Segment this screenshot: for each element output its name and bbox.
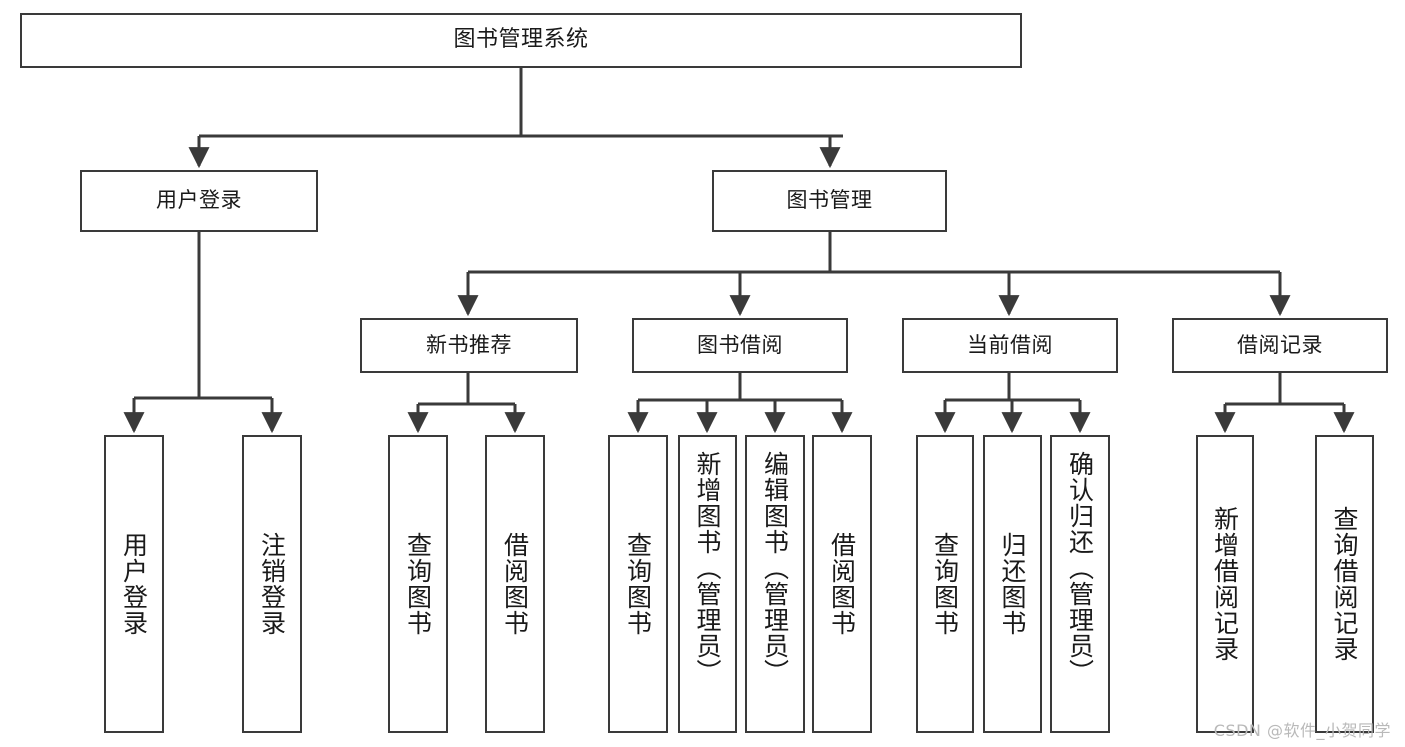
node-leaf-borrow-book-1-label: 借阅图书 — [500, 532, 530, 636]
node-new-book-recommend[interactable]: 新书推荐 — [360, 318, 578, 373]
node-leaf-add-book-label: 新增图书（管理员） — [693, 451, 722, 685]
watermark: CSDN @软件_小贺同学 — [1213, 721, 1391, 740]
node-leaf-confirm-return-label: 确认归还（管理员） — [1065, 451, 1095, 685]
node-leaf-query-book-3-label: 查询图书 — [930, 532, 960, 636]
node-leaf-borrow-book-1[interactable]: 借阅图书 — [485, 435, 545, 733]
node-root[interactable]: 图书管理系统 — [20, 13, 1022, 68]
node-book-manage[interactable]: 图书管理 — [712, 170, 947, 232]
node-leaf-user-logout[interactable]: 注销登录 — [242, 435, 302, 733]
node-leaf-query-book-1-label: 查询图书 — [403, 532, 433, 636]
node-leaf-add-book[interactable]: 新增图书（管理员） — [678, 435, 737, 733]
node-leaf-return-book-label: 归还图书 — [998, 532, 1027, 636]
node-current-borrow[interactable]: 当前借阅 — [902, 318, 1118, 373]
node-borrow-record[interactable]: 借阅记录 — [1172, 318, 1388, 373]
node-borrow-record-label: 借阅记录 — [1237, 332, 1323, 357]
node-leaf-borrow-book-2[interactable]: 借阅图书 — [812, 435, 872, 733]
node-book-borrow-label: 图书借阅 — [697, 332, 783, 357]
node-leaf-add-record[interactable]: 新增借阅记录 — [1196, 435, 1254, 733]
node-leaf-query-book-2[interactable]: 查询图书 — [608, 435, 668, 733]
node-leaf-borrow-book-2-label: 借阅图书 — [827, 532, 857, 636]
node-root-label: 图书管理系统 — [453, 27, 589, 53]
node-leaf-query-book-1[interactable]: 查询图书 — [388, 435, 448, 733]
node-leaf-add-record-label: 新增借阅记录 — [1210, 506, 1240, 662]
node-book-borrow[interactable]: 图书借阅 — [632, 318, 848, 373]
node-current-borrow-label: 当前借阅 — [967, 332, 1053, 357]
node-leaf-query-record[interactable]: 查询借阅记录 — [1315, 435, 1374, 733]
node-new-book-recommend-label: 新书推荐 — [426, 332, 512, 357]
node-leaf-query-record-label: 查询借阅记录 — [1330, 506, 1359, 662]
node-leaf-user-logout-label: 注销登录 — [257, 532, 287, 636]
node-leaf-user-login-label: 用户登录 — [119, 532, 149, 636]
node-leaf-edit-book[interactable]: 编辑图书（管理员） — [745, 435, 805, 733]
node-leaf-return-book[interactable]: 归还图书 — [983, 435, 1042, 733]
node-leaf-edit-book-label: 编辑图书（管理员） — [760, 451, 790, 685]
node-leaf-query-book-3[interactable]: 查询图书 — [916, 435, 974, 733]
node-leaf-confirm-return[interactable]: 确认归还（管理员） — [1050, 435, 1110, 733]
node-book-manage-label: 图书管理 — [786, 188, 873, 213]
node-leaf-query-book-2-label: 查询图书 — [623, 532, 653, 636]
node-user-login-label: 用户登录 — [156, 188, 242, 213]
node-user-login[interactable]: 用户登录 — [80, 170, 318, 232]
node-leaf-user-login[interactable]: 用户登录 — [104, 435, 164, 733]
